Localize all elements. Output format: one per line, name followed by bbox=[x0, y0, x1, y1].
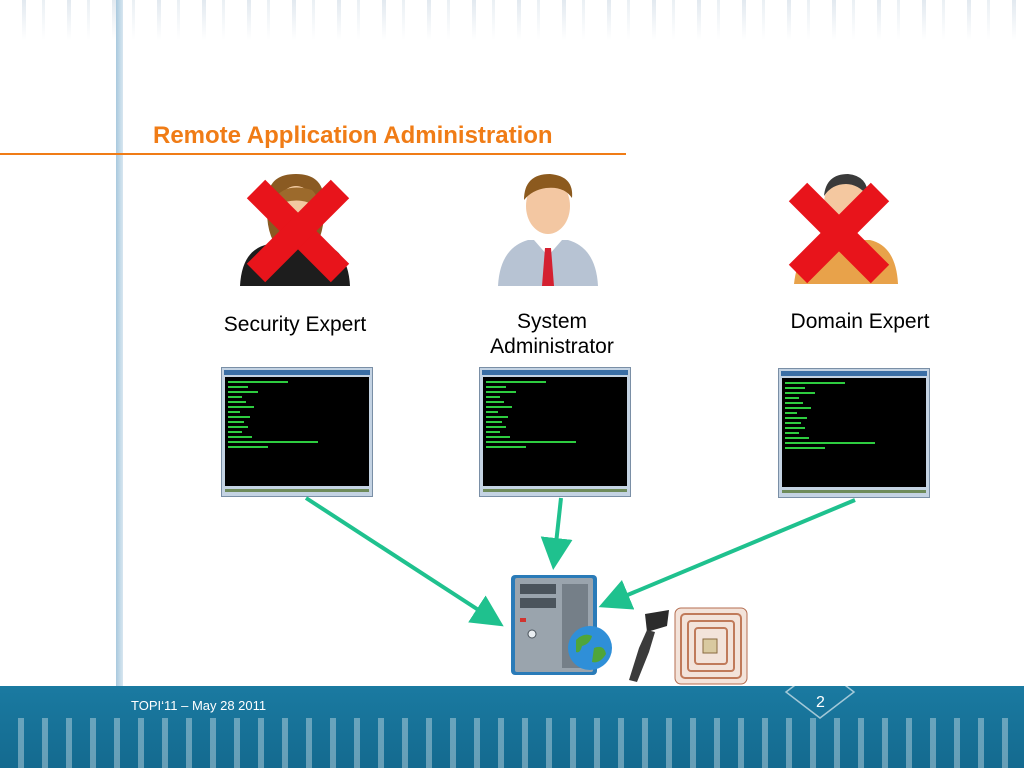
terminal-status-bar bbox=[483, 489, 627, 492]
arrow-security-to-server bbox=[304, 496, 504, 627]
role-label-system-administrator: System Administrator bbox=[452, 309, 652, 359]
top-fade-decoration bbox=[0, 0, 1024, 40]
footer-stripes-decoration bbox=[0, 718, 1024, 768]
terminal-titlebar bbox=[781, 371, 927, 376]
left-accent-bar bbox=[116, 0, 123, 768]
barcode-scanner-icon bbox=[629, 610, 669, 682]
role-label-line1: System bbox=[516, 310, 587, 333]
arrow-admin-to-server bbox=[540, 497, 573, 570]
red-x-icon bbox=[246, 179, 350, 283]
terminal-screen bbox=[483, 377, 627, 486]
terminal-window-icon bbox=[778, 368, 930, 498]
rfid-tag-icon bbox=[674, 607, 748, 685]
diamond-decoration bbox=[784, 665, 856, 719]
terminal-window-icon bbox=[479, 367, 631, 497]
terminal-titlebar bbox=[482, 370, 628, 375]
red-x-icon bbox=[788, 182, 890, 284]
role-label-line2: Administrator bbox=[490, 335, 614, 358]
role-label-domain-expert: Domain Expert bbox=[790, 310, 930, 333]
arrow-domain-to-server bbox=[598, 498, 856, 610]
terminal-status-bar bbox=[782, 490, 926, 493]
footer-date-text: TOPI‘11 – May 28 2011 bbox=[131, 698, 267, 713]
title-underline bbox=[0, 153, 626, 155]
terminal-titlebar bbox=[224, 370, 370, 375]
globe-icon bbox=[568, 626, 612, 670]
footer-band bbox=[0, 686, 1024, 768]
male-person-icon bbox=[498, 174, 598, 286]
slide-title: Remote Application Administration bbox=[153, 122, 553, 149]
terminal-screen bbox=[225, 377, 369, 486]
page-number: 2 bbox=[816, 694, 825, 711]
role-label-security-expert: Security Expert bbox=[223, 313, 367, 336]
terminal-status-bar bbox=[225, 489, 369, 492]
terminal-window-icon bbox=[221, 367, 373, 497]
terminal-screen bbox=[782, 378, 926, 487]
